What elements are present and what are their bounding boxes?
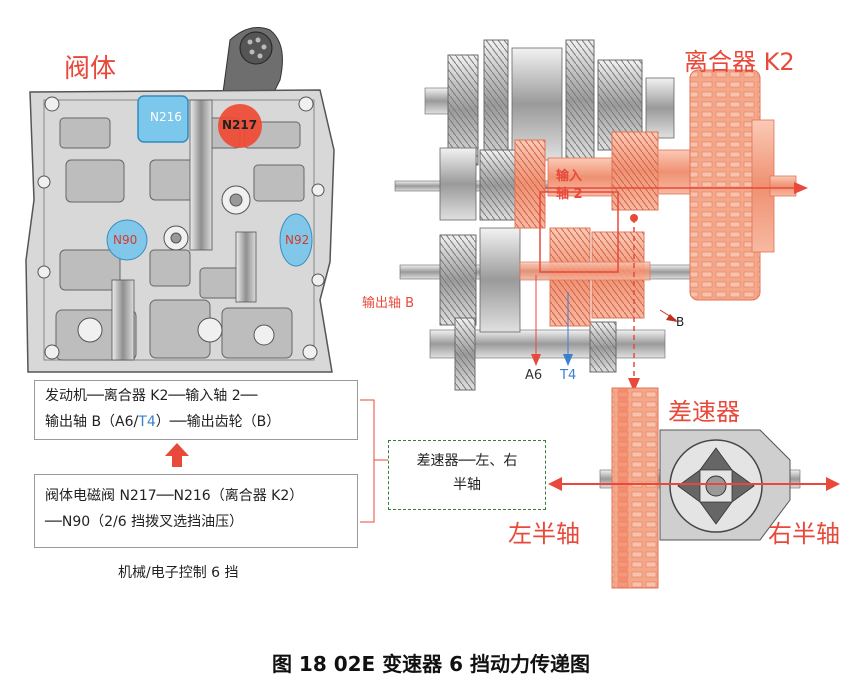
right-half-shaft-label: 右半轴 (768, 520, 840, 548)
n217-solenoid (218, 104, 262, 148)
a6-label: A6 (525, 368, 543, 383)
solenoid-control-line1: 阀体电磁阀 N217──N216（离合器 K2） (45, 488, 304, 504)
differential-label: 差速器 (668, 398, 740, 426)
n92-label: N92 (285, 233, 310, 247)
gearbox-illustration (394, 39, 808, 392)
solenoid-control-box: 阀体电磁阀 N217──N216（离合器 K2） ──N90（2/6 挡拨叉选挡… (34, 474, 358, 548)
differential-flow-line1: 差速器──左、右 (416, 453, 518, 469)
output-shaft-b-label: 输出轴 B (362, 296, 415, 311)
control-caption: 机械/电子控制 6 挡 (118, 565, 239, 581)
clutch-k2-label: 离合器 K2 (684, 48, 795, 76)
differential-flow-line2: 半轴 (453, 477, 481, 493)
flow-connectors (165, 399, 388, 523)
left-half-shaft-label: 左半轴 (508, 520, 580, 548)
power-flow-line1: 发动机──离合器 K2──输入轴 2── (45, 388, 258, 404)
valve-body-label: 阀体 (64, 54, 117, 84)
valve-body-illustration (25, 27, 335, 373)
t4-label: T4 (560, 368, 577, 383)
n92-solenoid (279, 213, 313, 267)
solenoid-control-line2: ──N90（2/6 挡拨叉选挡油压） (45, 514, 244, 530)
input-shaft-label-line2: 轴 2 (556, 187, 583, 202)
power-flow-line2-t4: T4 (138, 414, 156, 430)
n90-label: N90 (113, 233, 138, 247)
differential-flow-box: 差速器──左、右 半轴 (388, 440, 546, 510)
n90-solenoid (106, 219, 148, 261)
power-flow-line2-suffix: ）──输出齿轮（B） (155, 414, 281, 430)
power-flow-box: 发动机──离合器 K2──输入轴 2── 输出轴 B（A6/T4）──输出齿轮（… (34, 380, 358, 440)
b-marker-label: B (676, 315, 685, 329)
clutch-k2-drum (689, 69, 797, 301)
n216-solenoid (137, 95, 189, 143)
figure-title: 图 18 02E 变速器 6 挡动力传递图 (271, 652, 591, 676)
power-flow-line2-prefix: 输出轴 B（A6/ (45, 414, 139, 430)
differential-illustration (548, 387, 840, 589)
input-shaft-label: 输入 轴 2 (556, 168, 583, 204)
power-flow-line2: 输出轴 B（A6/T4）──输出齿轮（B） (45, 409, 347, 435)
n216-label: N216 (150, 110, 182, 124)
input-shaft-label-line1: 输入 (556, 169, 583, 184)
n217-label: N217 (222, 118, 258, 132)
